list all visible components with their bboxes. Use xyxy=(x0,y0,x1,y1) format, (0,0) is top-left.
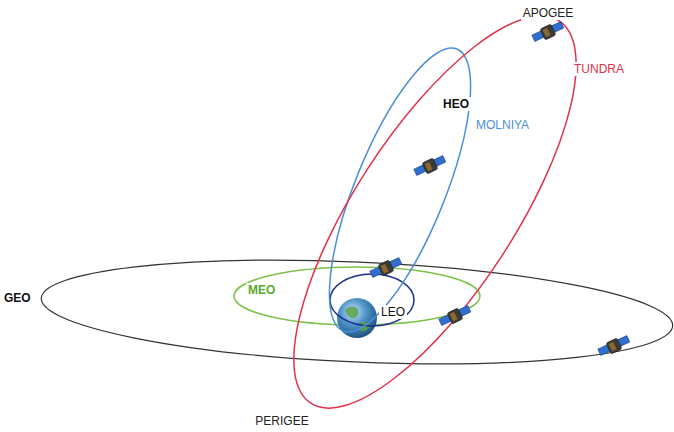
orbit-name: LEO xyxy=(379,305,407,319)
earth-land xyxy=(345,306,370,331)
satellite xyxy=(532,22,564,42)
molniya-orbit xyxy=(301,32,498,348)
satellite xyxy=(439,306,471,326)
satellite xyxy=(370,258,402,278)
perigee-label: PERIGEE xyxy=(253,414,310,428)
apogee-label: APOGEE xyxy=(521,6,576,20)
orbit-name: MEO xyxy=(246,283,277,297)
orbit-name: TUNDRA xyxy=(572,62,626,76)
satellite xyxy=(598,336,630,356)
orbit-name: GEO xyxy=(2,291,33,305)
geo-orbit xyxy=(39,248,674,375)
orbit-name: HEO xyxy=(441,97,471,111)
tundra-orbit xyxy=(244,0,627,432)
orbit-name: MOLNIYA xyxy=(474,118,531,132)
leo-orbit xyxy=(330,274,414,326)
satellite xyxy=(414,156,446,176)
